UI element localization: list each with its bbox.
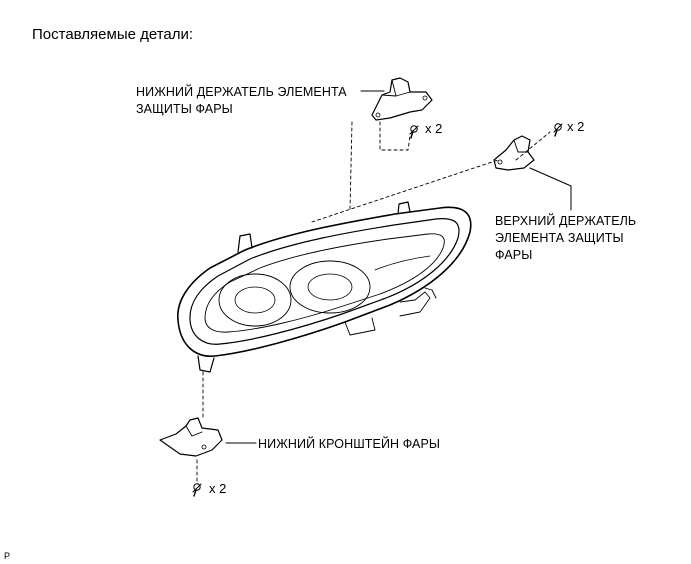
upper-holder-bracket xyxy=(493,135,535,171)
quantity-screw-upper-left: x 2 xyxy=(425,121,443,136)
upper-holder-label-line2: ЭЛЕМЕНТА ЗАЩИТЫ xyxy=(495,231,624,245)
assembly-lines xyxy=(196,121,551,483)
leader-lines xyxy=(225,90,572,444)
screw-icon-upper-left xyxy=(409,125,419,139)
quantity-screw-upper-right: x 2 xyxy=(567,119,585,134)
lower-bracket-label: НИЖНИЙ КРОНШТЕЙН ФАРЫ xyxy=(258,437,441,451)
screw-icon-bottom xyxy=(192,483,202,497)
upper-holder-label-line3: ФАРЫ xyxy=(495,248,533,262)
headlamp-assembly xyxy=(177,201,472,373)
upper-holder-label-line1: ВЕРХНИЙ ДЕРЖАТЕЛЬ xyxy=(495,214,637,228)
page-title: Поставляемые детали: xyxy=(32,26,194,43)
lower-holder-bracket xyxy=(371,77,433,121)
lower-bracket-part xyxy=(159,417,223,457)
screw-icon-upper-right xyxy=(553,123,563,137)
quantity-screw-bottom: x 2 xyxy=(209,481,227,496)
lower-holder-label-line1: НИЖНИЙ ДЕРЖАТЕЛЬ ЭЛЕМЕНТА xyxy=(136,85,347,99)
lower-holder-label-line2: ЗАЩИТЫ ФАРЫ xyxy=(136,102,233,116)
figure-code: P xyxy=(4,551,11,561)
